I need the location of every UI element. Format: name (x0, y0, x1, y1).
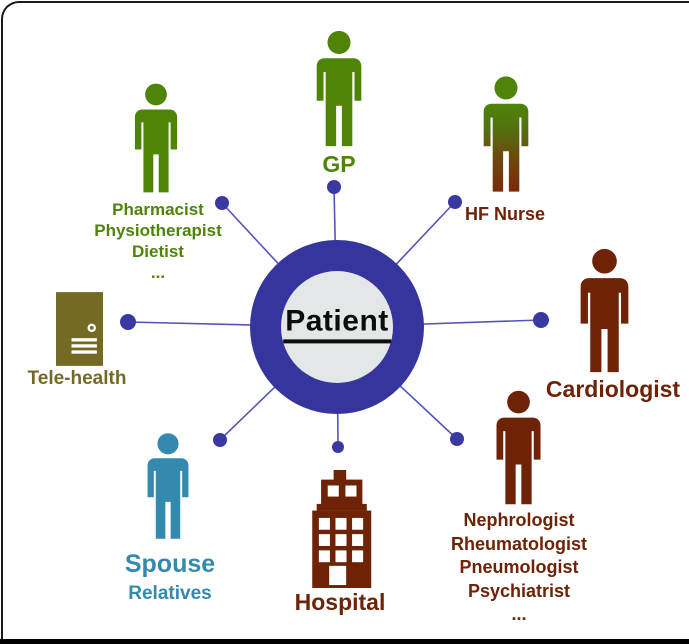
spouse-person-icon (147, 433, 189, 539)
relatives-label: Relatives (128, 583, 212, 604)
hf-nurse-label: HF Nurse (464, 204, 546, 224)
allied-label: Pharmacist Physiotherapist Dietist ... (94, 199, 222, 283)
gp-person-icon (316, 30, 362, 147)
allied-line: ... (150, 263, 166, 282)
hospital-icon (312, 470, 372, 588)
patient-hub-center (281, 271, 393, 383)
allied-person-icon (134, 83, 178, 193)
spouse-label: Spouse (124, 550, 216, 578)
gp-label: GP (322, 151, 356, 177)
cardiologist-person-icon (580, 248, 629, 373)
specialists-line: Pneumologist (459, 557, 579, 577)
allied-line: Physiotherapist (94, 221, 222, 240)
hf-nurse-person-icon (483, 76, 529, 192)
specialists-line: Psychiatrist (467, 580, 571, 601)
specialists-line: Nephrologist (463, 510, 575, 530)
figure-bottom-edge (0, 639, 689, 644)
specialists-person-icon (496, 390, 541, 505)
telehealth-server-icon (56, 292, 103, 366)
patient-label: Patient (283, 304, 391, 344)
specialists-line: Rheumatologist (450, 533, 588, 554)
specialists-line: ... (511, 604, 527, 624)
telehealth-label: Tele-health (27, 368, 127, 389)
allied-line: Dietist (132, 242, 184, 261)
hospital-label: Hospital (294, 589, 386, 615)
specialists-label: Nephrologist Rheumatologist Pneumologist… (451, 509, 587, 627)
allied-line: Pharmacist (112, 200, 204, 219)
cardiologist-label: Cardiologist (545, 376, 681, 402)
link-dots (120, 180, 549, 453)
